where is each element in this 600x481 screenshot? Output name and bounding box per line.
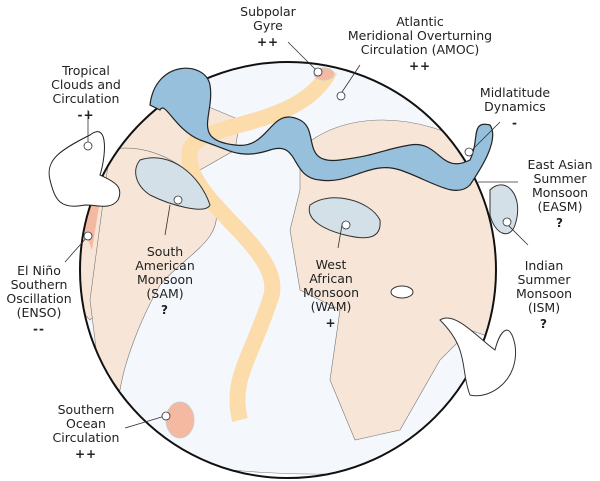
marker-enso	[83, 231, 93, 241]
label-text: Circulation	[52, 430, 120, 445]
label-text: (ENSO)	[16, 305, 62, 320]
marker-sam	[173, 195, 183, 205]
marker-tropical	[83, 141, 93, 151]
label-wam: West African Monsoon (WAM) +	[302, 257, 360, 331]
globe-outline	[79, 61, 497, 479]
label-text: (SAM)	[146, 286, 184, 301]
label-text: African	[309, 271, 353, 286]
wam-region	[308, 197, 381, 239]
sign-indicator: ?	[556, 216, 564, 230]
tropical-cloud-shape	[48, 131, 121, 207]
jet-stream	[149, 67, 494, 191]
marker-midlatitude	[464, 147, 474, 157]
label-southern-ocean: Southern Ocean Circulation ++	[52, 402, 120, 462]
marker-subpolar-gyre	[313, 67, 323, 77]
label-text: Dynamics	[484, 99, 546, 114]
label-enso: El Niño Southern Oscillation (ENSO) --	[6, 263, 72, 337]
sign-indicator: ?	[540, 317, 548, 331]
label-text: Monsoon	[515, 286, 573, 301]
label-sam: South American Monsoon (SAM) ?	[135, 244, 195, 318]
label-midlatitude: Midlatitude Dynamics -	[479, 85, 551, 131]
label-text: Monsoon	[531, 185, 589, 200]
label-text: Meridional Overturning	[347, 28, 493, 43]
south-america-land	[89, 147, 217, 391]
label-text: (WAM)	[310, 299, 352, 314]
sign-indicator: ++	[256, 35, 280, 49]
label-text: Monsoon	[136, 272, 194, 287]
marker-southern-ocean	[161, 411, 171, 421]
sign-indicator: ++	[74, 447, 98, 461]
label-text: (EASM)	[537, 199, 583, 214]
label-text: El Niño	[17, 263, 61, 278]
sign-indicator: -	[512, 116, 518, 130]
leader-lines	[64, 41, 529, 429]
sign-indicator: ?	[161, 303, 169, 317]
label-tropical-clouds: Tropical Clouds and Circulation -+	[51, 63, 121, 123]
label-text: Oscillation	[6, 291, 72, 306]
label-text: Summer	[517, 272, 571, 287]
label-text: Subpolar	[240, 4, 296, 19]
marker-amoc	[336, 91, 346, 101]
label-text: (ISM)	[527, 300, 561, 315]
sign-indicator: ++	[408, 59, 432, 73]
label-text: Indian	[524, 258, 564, 273]
label-easm: East Asian Summer Monsoon (EASM) ?	[527, 157, 593, 231]
label-text: Gyre	[253, 18, 283, 33]
sign-indicator: -+	[77, 108, 95, 122]
label-text: Monsoon	[302, 285, 360, 300]
label-text: Midlatitude	[479, 85, 551, 100]
label-text: Circulation	[52, 91, 120, 106]
label-subpolar-gyre: Subpolar Gyre ++	[240, 4, 296, 50]
lake-shape	[390, 285, 414, 299]
label-text: American	[135, 258, 195, 273]
label-text: Southern	[57, 402, 115, 417]
easm-region	[489, 184, 519, 235]
sign-indicator: --	[33, 322, 45, 336]
label-text: Tropical	[62, 63, 110, 78]
label-text: Southern	[10, 277, 68, 292]
marker-ism	[502, 217, 512, 227]
label-text: Clouds and	[51, 77, 121, 92]
sam-region	[135, 157, 211, 210]
label-ism: Indian Summer Monsoon (ISM) ?	[515, 258, 573, 332]
label-text: Circulation (AMOC)	[360, 42, 480, 57]
marker-wam	[341, 220, 351, 230]
sign-indicator: +	[325, 316, 337, 330]
label-amoc: Atlantic Meridional Overturning Circulat…	[347, 14, 493, 74]
label-text: South	[146, 244, 184, 259]
label-text: Summer	[533, 171, 587, 186]
label-text: Atlantic	[396, 14, 444, 29]
label-text: Ocean	[66, 416, 106, 431]
amoc-band	[181, 65, 338, 422]
label-text: East Asian	[527, 157, 593, 172]
southern-ocean-warm-region	[165, 401, 195, 439]
label-text: West	[315, 257, 347, 272]
indian-ocean-cloud-shape	[439, 317, 516, 397]
